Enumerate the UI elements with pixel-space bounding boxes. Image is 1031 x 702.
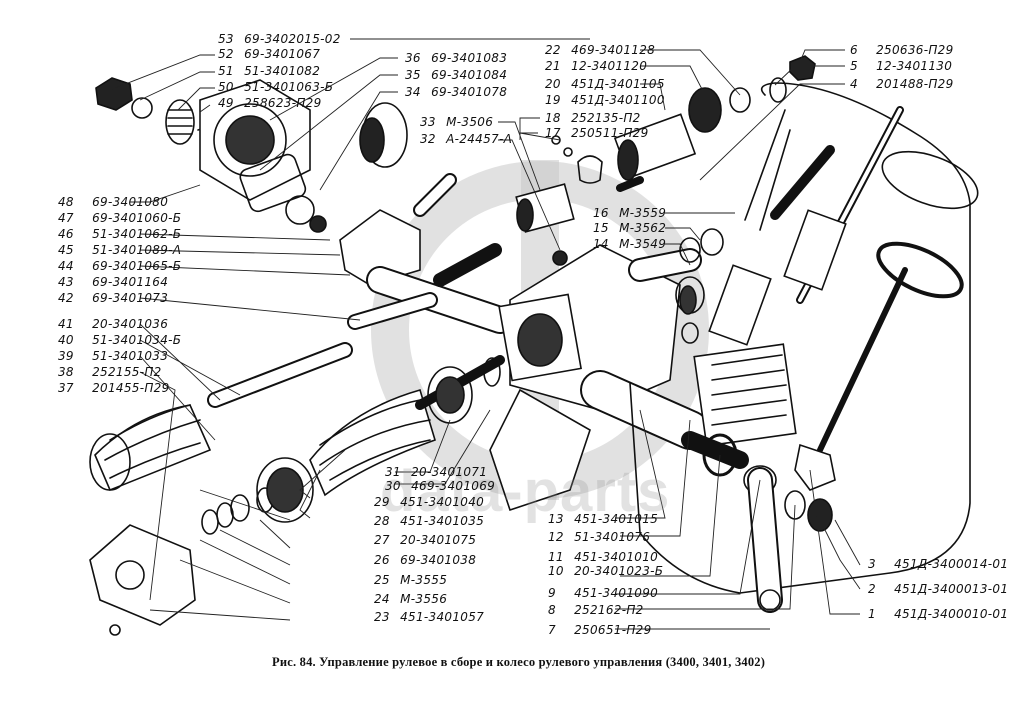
part-label-3: 3 451Д-3400014-01 [868,557,1009,571]
part-label-24: 24 М-3556 [374,592,448,606]
part-rings-mid [675,228,724,344]
part-label-18: 18 252135-П2 [545,111,641,125]
part-label-9: 9 451-3401090 [548,586,659,600]
part-label-41: 41 20-3401036 [58,317,169,331]
part-label-38: 38 252155-П2 [58,365,162,379]
part-label-17: 17 250511-П29 [545,126,649,140]
part-label-34: 34 69-3401078 [405,85,508,99]
part-label-44: 44 69-3401065-Б [58,259,182,273]
figure-caption: Рис. 84. Управление рулевое в сборе и ко… [272,655,766,669]
part-label-36: 36 69-3401083 [405,51,508,65]
part-label-42: 42 69-3401073 [58,291,169,305]
part-worm-left [89,404,212,492]
part-label-5: 5 12-3401130 [850,59,953,73]
part-label-11: 11 451-3401010 [548,550,659,564]
part-label-37: 37 201455-П29 [58,381,170,395]
part-label-29: 29 451-3401040 [374,495,485,509]
part-label-4: 4 201488-П29 [850,77,954,91]
part-label-43: 43 69-3401164 [58,275,169,289]
part-label-20: 20 451Д-3401105 [545,77,665,91]
part-label-13: 13 451-3401015 [548,512,659,526]
part-label-53: 53 69-3402015-02 [218,32,341,46]
part-label-6: 6 250636-П29 [850,43,954,57]
part-label-30: 30 469-3401069 [385,479,496,493]
part-label-49: 49 258623-П29 [218,96,322,110]
leader-lines [109,38,861,630]
part-pin [413,173,457,217]
part-label-45: 45 51-3401089-А [58,243,182,257]
part-label-26: 26 69-3401038 [374,553,477,567]
part-label-1: 1 451Д-3400010-01 [868,607,1009,621]
part-label-21: 21 12-3401120 [545,59,648,73]
part-bearing [359,102,408,168]
part-label-52: 52 69-3401067 [218,47,321,61]
part-label-27: 27 20-3401075 [374,533,477,547]
part-label-28: 28 451-3401035 [374,514,485,528]
part-label-51: 51 51-3401082 [218,64,321,78]
part-label-22: 22 469-3401128 [545,43,656,57]
part-seal-rings [201,457,314,535]
part-steering-gear-housing [489,244,710,512]
part-label-50: 50 51-3401063-Б [218,80,334,94]
part-bracket-shaft [207,209,514,408]
part-worm-center [309,355,505,497]
part-label-25: 25 М-3555 [374,573,448,587]
part-label-46: 46 51-3401062-Б [58,227,182,241]
part-label-10: 10 20-3401023-Б [548,564,664,578]
part-bottom-cover [89,524,196,636]
part-label-19: 19 451Д-3401100 [545,93,665,107]
part-label-31: 31 20-3401071 [385,465,488,479]
part-cover-nut-assembly [95,77,327,233]
part-label-47: 47 69-3401060-Б [58,211,182,225]
part-bushings-top [515,55,816,266]
part-pitman-arm [681,431,833,613]
part-label-8: 8 252162-П2 [548,603,644,617]
part-cab-steering-column [629,82,979,594]
part-label-16: 16 М-3559 [593,206,667,220]
part-label-33: 33 М-3506 [420,115,494,129]
part-label-15: 15 М-3562 [593,221,667,235]
part-label-14: 14 М-3549 [593,237,667,251]
part-label-39: 39 51-3401033 [58,349,169,363]
part-label-35: 35 69-3401084 [405,68,508,82]
part-label-48: 48 69-3401080 [58,195,169,209]
part-label-32: 32 А-24457-А [420,132,513,146]
part-label-40: 40 51-3401034-Б [58,333,182,347]
part-label-2: 2 451Д-3400013-01 [868,582,1009,596]
part-label-7: 7 250651-П29 [548,623,652,637]
part-label-23: 23 451-3401057 [374,610,485,624]
watermark-text: data-parts [380,459,671,524]
part-label-12: 12 51-3401076 [548,530,651,544]
